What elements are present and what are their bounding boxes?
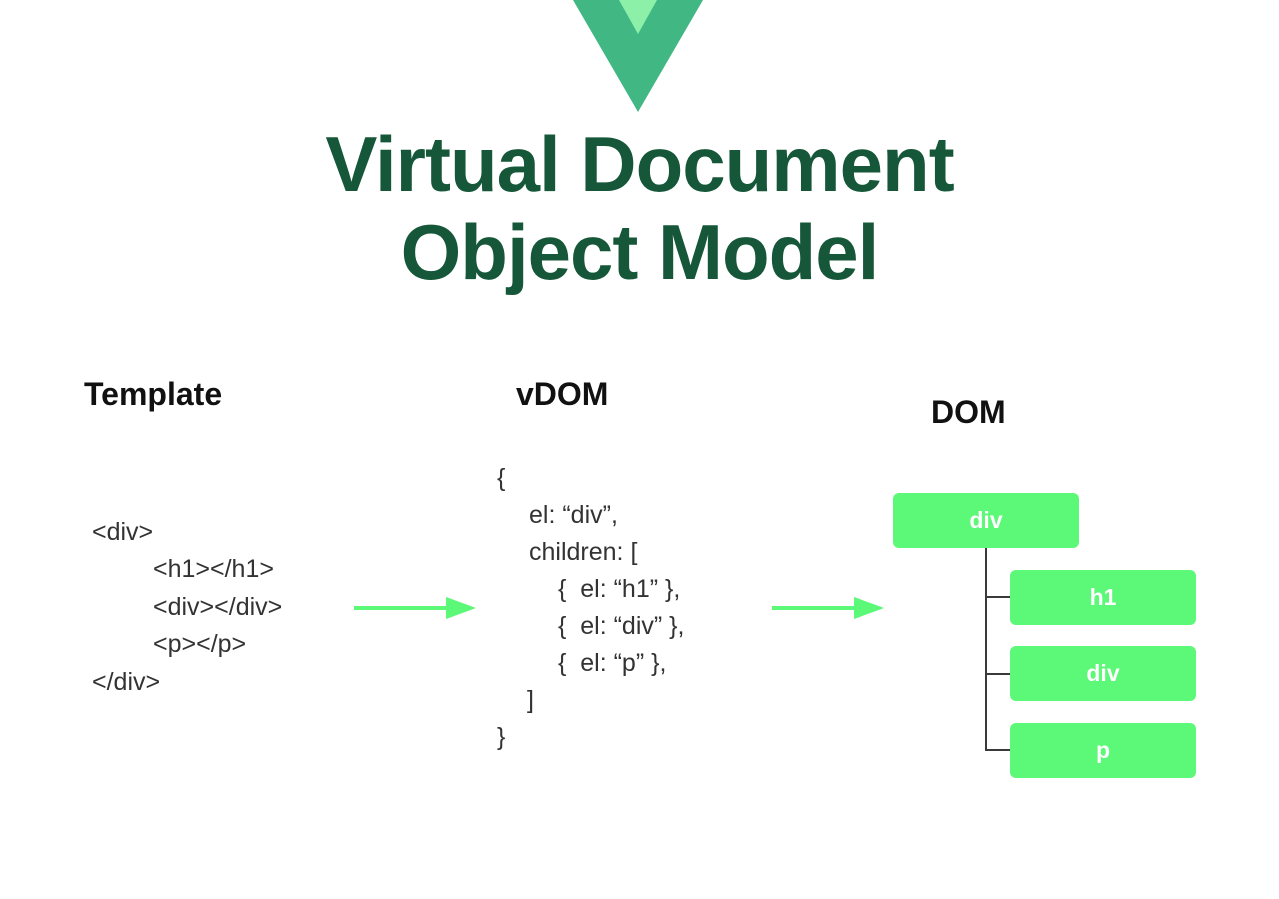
vdom-code-line: el: “div”,	[529, 501, 618, 529]
dom-child-node: p	[1010, 723, 1196, 778]
vdom-heading: vDOM	[516, 376, 609, 412]
vdom-code-line: children: [	[529, 538, 638, 566]
dom-heading: DOM	[931, 394, 1006, 430]
arrow-icon	[772, 597, 884, 619]
vdom-code-line: ]	[527, 686, 534, 714]
tree-connector	[985, 749, 1011, 751]
vdom-code-line: { el: “div” },	[558, 612, 685, 640]
template-code-line: </div>	[92, 668, 161, 696]
title-line-2: Object Model	[400, 208, 880, 296]
template-heading: Template	[84, 376, 223, 412]
vue-logo-icon	[573, 0, 703, 112]
vdom-code-line: { el: “p” },	[558, 649, 667, 677]
tree-connector	[985, 548, 987, 751]
dom-child-node: div	[1010, 646, 1196, 701]
template-code-line: <div></div>	[153, 593, 283, 621]
vdom-code-line: { el: “h1” },	[558, 575, 681, 603]
page-title: Virtual Document Object Model	[0, 120, 1279, 296]
title-line-1: Virtual Document	[325, 120, 954, 208]
vdom-code-line: {	[497, 464, 506, 492]
arrow-icon	[354, 597, 476, 619]
template-code-line: <p></p>	[153, 630, 247, 658]
tree-connector	[985, 596, 1011, 598]
tree-connector	[985, 673, 1011, 675]
dom-root-node: div	[893, 493, 1079, 548]
template-code-line: <h1></h1>	[153, 555, 274, 583]
template-code-line: <div>	[92, 518, 154, 546]
dom-child-node: h1	[1010, 570, 1196, 625]
vdom-code-line: }	[497, 723, 506, 751]
